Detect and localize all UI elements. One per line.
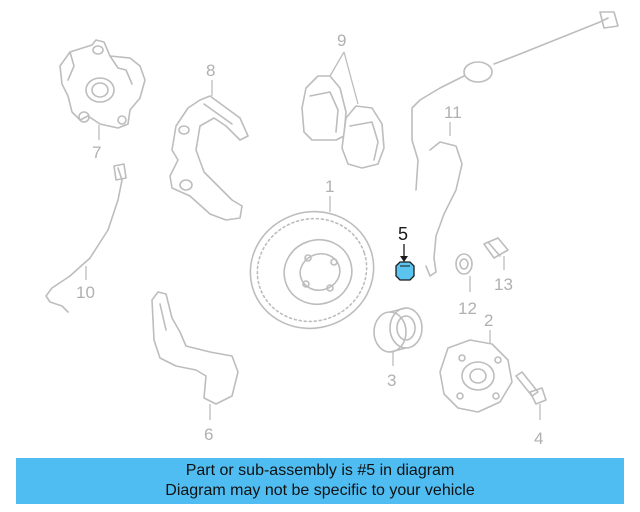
callout-8: 8 <box>206 61 215 80</box>
callout-6: 6 <box>204 425 213 444</box>
callout-3: 3 <box>387 371 396 390</box>
brake-caliper-part-7[interactable]: 7 <box>59 39 146 162</box>
callout-1: 1 <box>325 177 334 196</box>
brake-hose-part-10[interactable]: 10 <box>45 163 127 313</box>
caption-line-1: Part or sub-assembly is #5 in diagram <box>185 462 455 479</box>
brake-assembly-diagram: 7 8 9 10 6 <box>45 11 619 448</box>
caliper-bracket-part-8[interactable]: 8 <box>169 61 249 221</box>
callout-10: 10 <box>76 283 95 302</box>
callout-2: 2 <box>484 311 493 330</box>
nut-part-5-highlighted[interactable]: 5 <box>395 224 415 281</box>
nut-icon <box>395 261 415 281</box>
wheel-bearing-part-3[interactable]: 3 <box>373 307 423 390</box>
callout-4: 4 <box>534 429 543 448</box>
sleeve-part-13[interactable]: 13 <box>483 237 513 294</box>
wear-sensor-part-11[interactable]: 11 <box>411 11 619 277</box>
info-caption-bar: Part or sub-assembly is #5 in diagram Di… <box>16 458 624 504</box>
caption-line-2: Diagram may not be specific to your vehi… <box>165 482 475 499</box>
callout-5: 5 <box>398 224 408 244</box>
splash-shield-part-6[interactable]: 6 <box>151 291 239 444</box>
callout-13: 13 <box>494 275 513 294</box>
brake-rotor-part-1[interactable]: 1 <box>235 177 389 344</box>
callout-7: 7 <box>92 143 101 162</box>
brake-pads-part-9[interactable]: 9 <box>301 31 385 169</box>
callout-12: 12 <box>458 299 477 318</box>
hub-bolt-part-4[interactable]: 4 <box>515 371 547 448</box>
callout-9: 9 <box>337 31 346 50</box>
seal-part-12[interactable]: 12 <box>455 253 477 318</box>
callout-11: 11 <box>444 103 462 122</box>
wheel-hub-part-2[interactable]: 2 <box>439 311 513 413</box>
